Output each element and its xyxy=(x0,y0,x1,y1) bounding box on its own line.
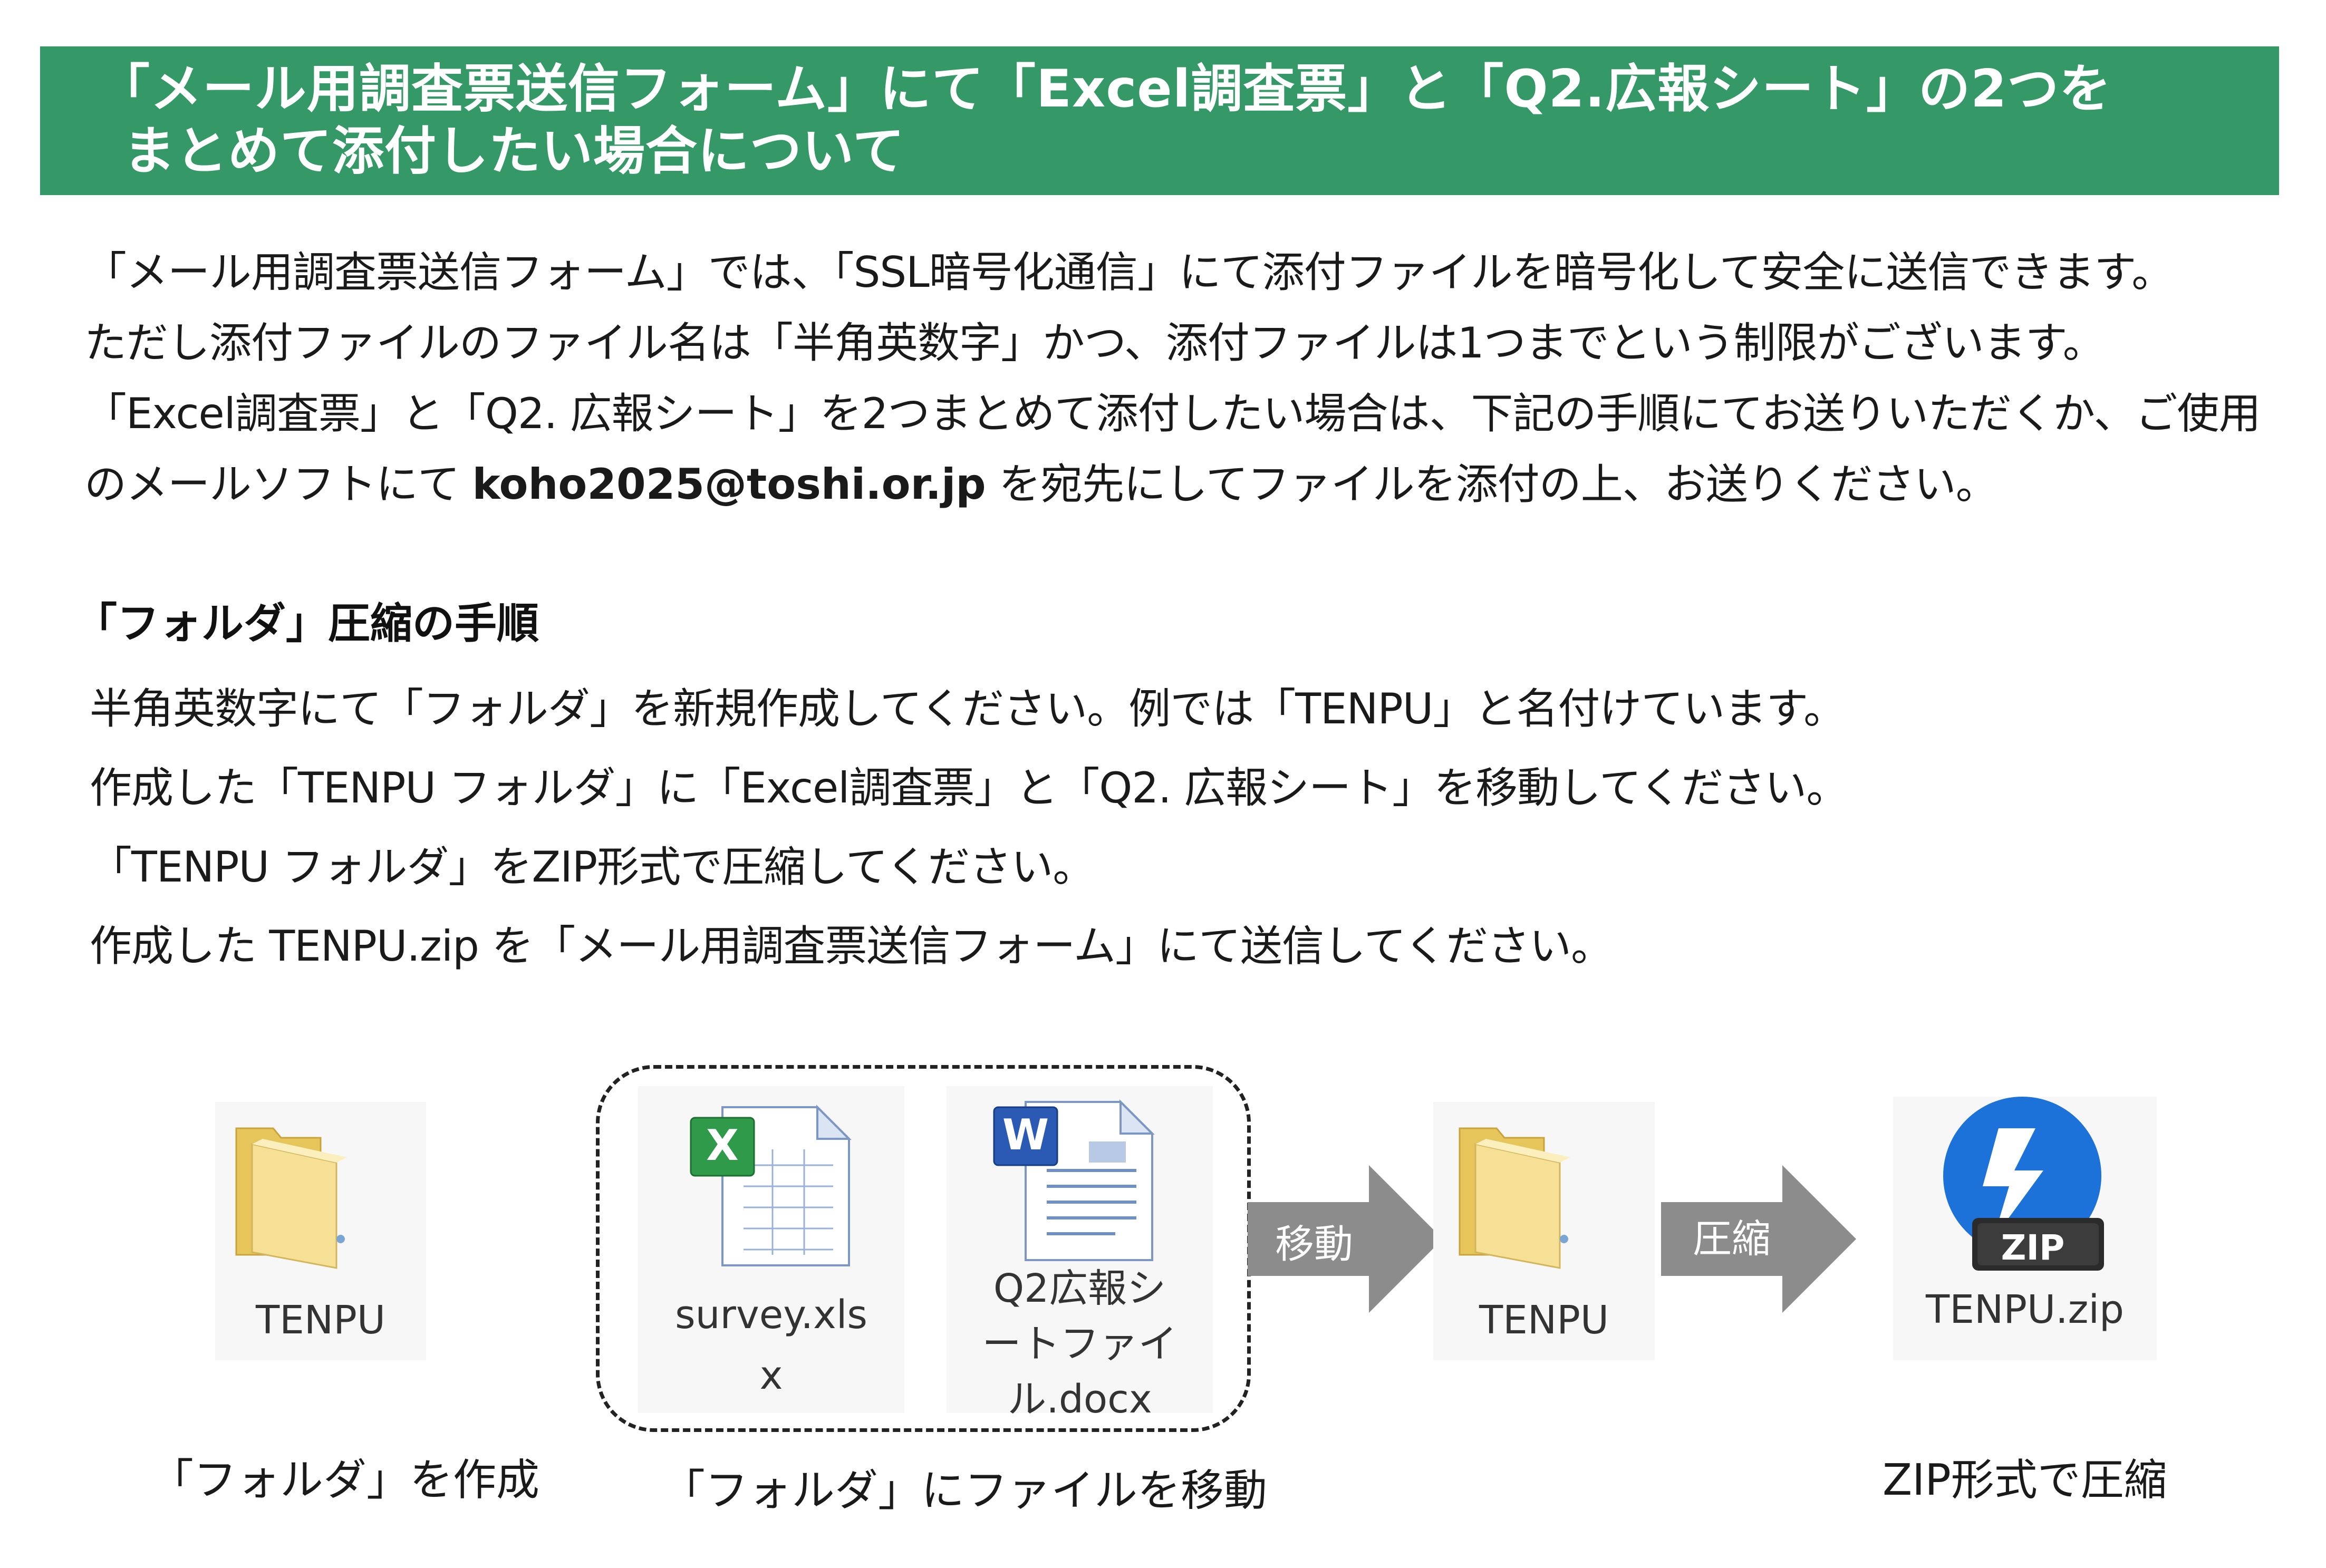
svg-text:W: W xyxy=(1002,1110,1049,1159)
folder-tile-1: TENPU xyxy=(215,1102,426,1360)
word-label-line-2: ートファイ xyxy=(982,1321,1178,1367)
folder-tile-2: TENPU xyxy=(1433,1102,1655,1360)
svg-text:X: X xyxy=(706,1121,739,1170)
caption-move-files: 「フォルダ」にファイルを移動 xyxy=(662,1466,1268,1516)
step-4: 作成した TENPU.zip を「メール用調査票送信フォーム」にて送信してくださ… xyxy=(90,922,1613,971)
step-1: 半角英数字にて「フォルダ」を新規作成してください。例では「TENPU」と名付けて… xyxy=(90,684,1846,733)
arrow-2-label: 圧縮 xyxy=(1693,1216,1771,1262)
title-banner: 「メール用調査票送信フォーム」にて「Excel調査票」と「Q2.広報シート」の2… xyxy=(40,46,2279,195)
word-label-line-1: Q2広報シ xyxy=(993,1266,1166,1311)
steps-list: 半角英数字にて「フォルダ」を新規作成してください。例では「TENPU」と名付けて… xyxy=(90,670,1848,986)
intro-line-2: ただし添付ファイルのファイル名は「半角英数字」かつ、添付ファイルは1つまでという… xyxy=(84,318,2105,367)
step-2: 作成した「TENPU フォルダ」に「Excel調査票」と「Q2. 広報シート」を… xyxy=(90,763,1848,812)
folder-icon xyxy=(1459,1127,1570,1269)
excel-label-line-2: x xyxy=(759,1353,783,1398)
intro-line-4-after: を宛先にしてファイルを添付の上、お送りください。 xyxy=(986,460,1998,509)
section-heading: 「フォルダ」圧縮の手順 xyxy=(75,599,539,648)
excel-file-tile: X survey.xls x xyxy=(638,1086,904,1413)
word-label-line-3: ル.docx xyxy=(1007,1377,1152,1422)
step-3: 「TENPU フォルダ」をZIP形式で圧縮してください。 xyxy=(90,843,1095,892)
title-line-1: 「メール用調査票送信フォーム」にて「Excel調査票」と「Q2.広報シート」の2… xyxy=(98,59,2112,119)
intro-line-1: 「メール用調査票送信フォーム」では、「SSL暗号化通信」にて添付ファイルを暗号化… xyxy=(84,248,2174,297)
right-arrow-icon xyxy=(1661,1165,1856,1313)
zip-file-tile: ZIP TENPU.zip xyxy=(1893,1097,2157,1360)
caption-create-folder: 「フォルダ」を作成 xyxy=(150,1455,540,1505)
arrow-1-label: 移動 xyxy=(1275,1222,1353,1267)
folder-icon xyxy=(235,1127,347,1269)
word-file-icon: W xyxy=(993,1099,1155,1261)
intro-line-4: のメールソフトにて koho2025@toshi.or.jp を宛先にしてファイ… xyxy=(84,449,2299,520)
excel-label-line-1: survey.xls xyxy=(675,1292,867,1338)
word-file-tile: W Q2広報シ ートファイ ル.docx xyxy=(947,1086,1213,1422)
intro-line-4-before: のメールソフトにて xyxy=(84,460,472,509)
right-arrow-icon xyxy=(1248,1165,1443,1313)
zip-label: TENPU.zip xyxy=(1926,1287,2124,1332)
intro-paragraph: 「メール用調査票送信フォーム」では、「SSL暗号化通信」にて添付ファイルを暗号化… xyxy=(84,237,2299,520)
email-address: koho2025@toshi.or.jp xyxy=(472,460,986,509)
intro-line-3: 「Excel調査票」と「Q2. 広報シート」を2つまとめて添付したい場合は、下記… xyxy=(84,389,2261,438)
folder-1-label: TENPU xyxy=(255,1298,386,1343)
title-line-2: まとめて添付したい場合について xyxy=(123,121,905,181)
zip-badge-label: ZIP xyxy=(2001,1227,2065,1268)
folder-2-label: TENPU xyxy=(1479,1298,1609,1343)
zip-archive-icon xyxy=(1943,1097,2104,1271)
excel-file-icon: X xyxy=(690,1105,852,1266)
caption-zip: ZIP形式で圧縮 xyxy=(1883,1455,2167,1505)
